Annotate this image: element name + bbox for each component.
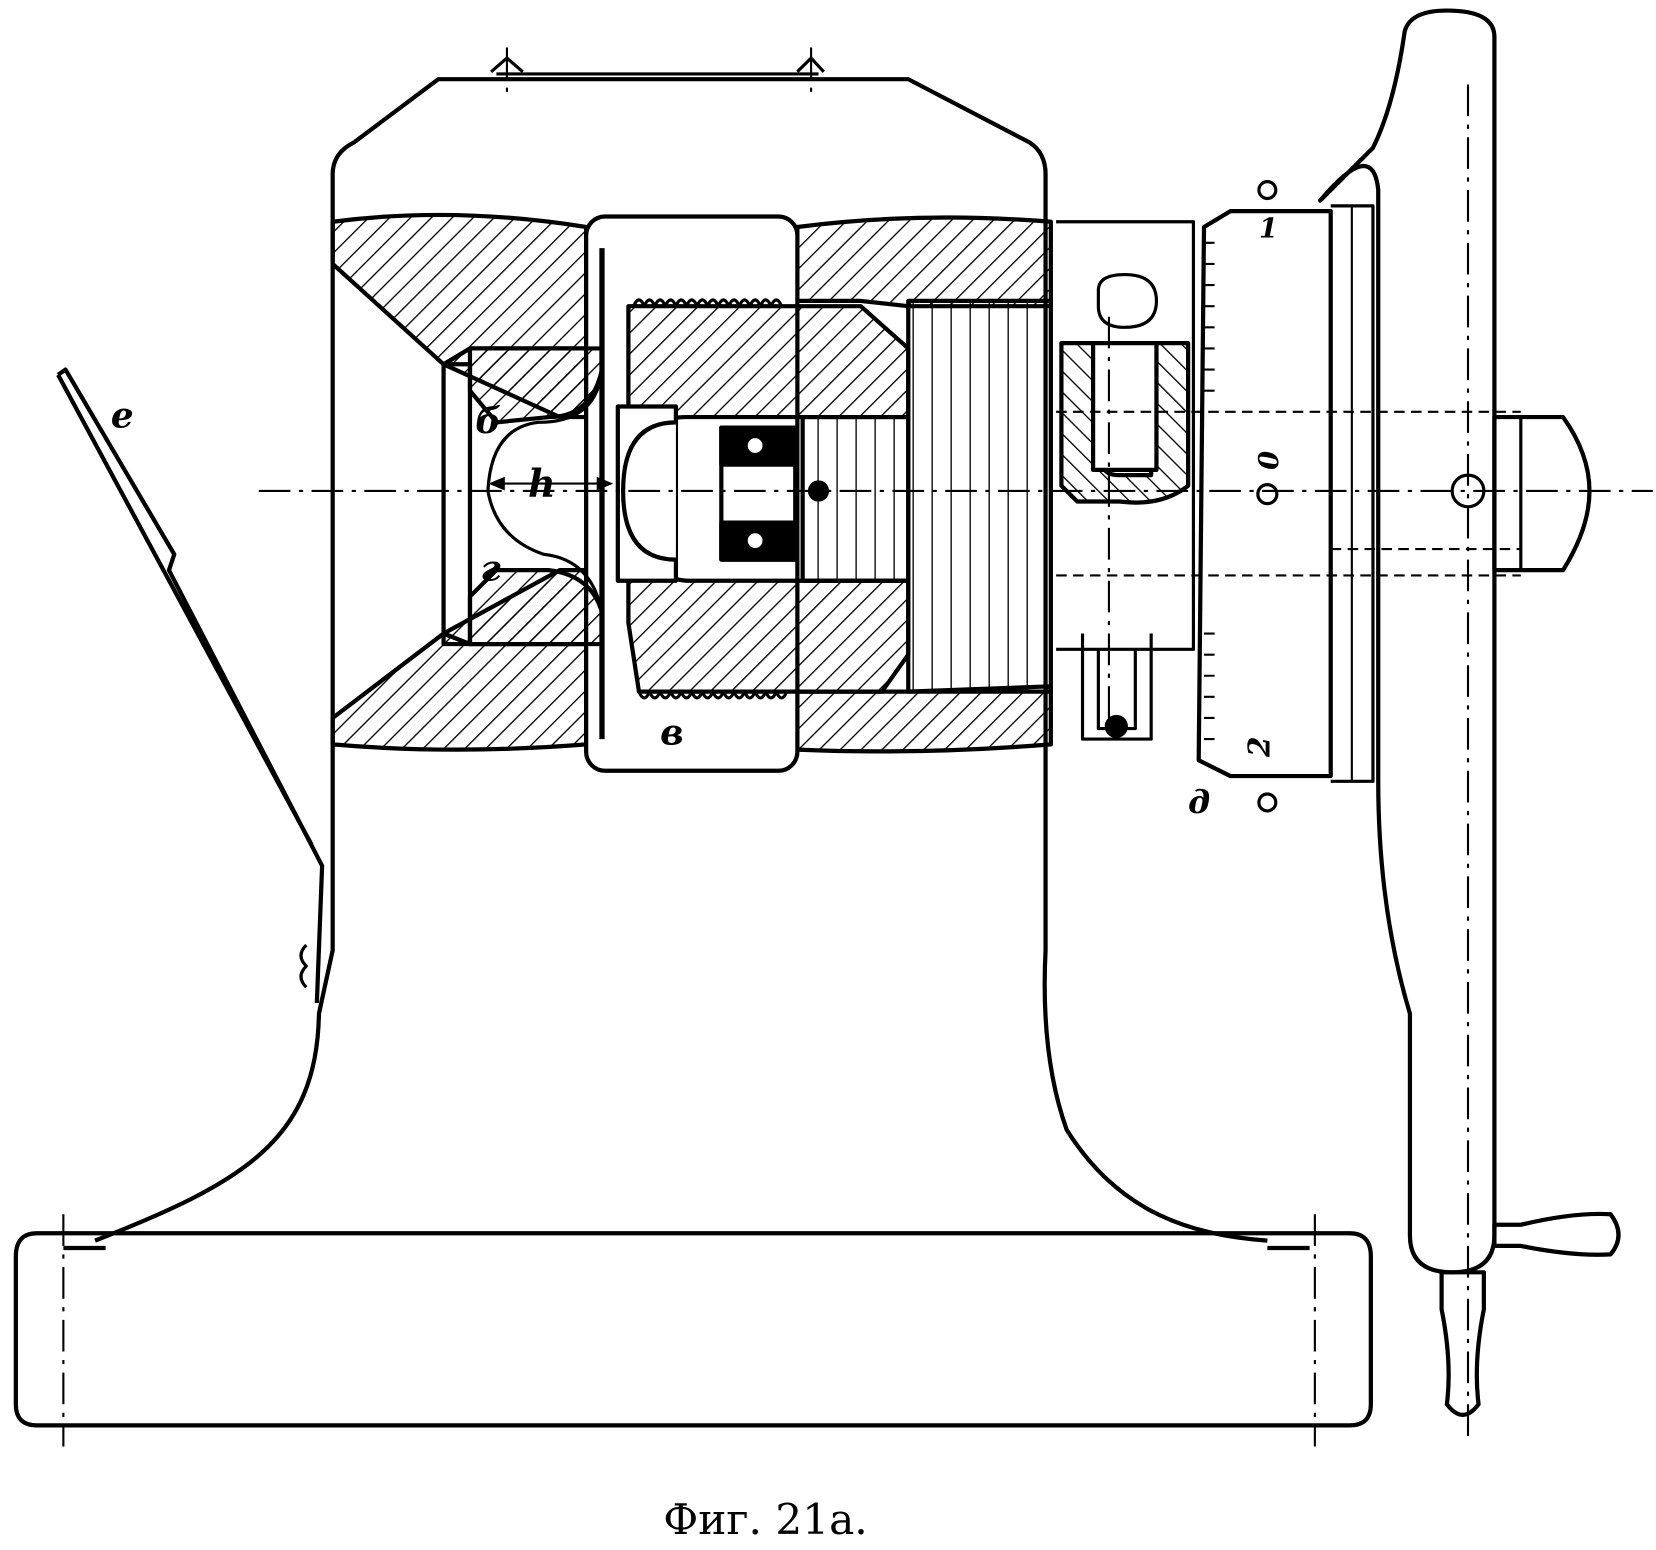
label-g: г: [481, 548, 501, 590]
crank-handle-horizontal: [1492, 1211, 1621, 1257]
lever-e: [56, 367, 325, 1004]
graduated-collar: [1196, 209, 1333, 779]
dimension-h: [488, 476, 614, 491]
figure-caption: Фиг. 21а.: [663, 1495, 867, 1544]
base-plate: [13, 1231, 1373, 1428]
handwheel: [1318, 8, 1497, 1275]
label-e: е: [111, 395, 134, 437]
label-v: в: [660, 711, 684, 753]
label-h: h: [528, 460, 556, 505]
housing-body: [94, 77, 1268, 1243]
crank-handle-vertical: [1439, 1270, 1486, 1417]
scale-label-0: 0: [1253, 451, 1285, 470]
label-b: б: [475, 400, 501, 442]
threaded-sleeve: [906, 298, 1053, 694]
scale-label-1: 1: [1259, 213, 1278, 245]
hidden-lines: [1056, 410, 1521, 577]
scale-label-2: 2: [1241, 736, 1276, 758]
label-d: д: [1188, 784, 1210, 821]
hub-nut: [1492, 414, 1592, 573]
section-hatch-bottom: [330, 631, 589, 752]
section-hatch-top: [330, 212, 589, 367]
